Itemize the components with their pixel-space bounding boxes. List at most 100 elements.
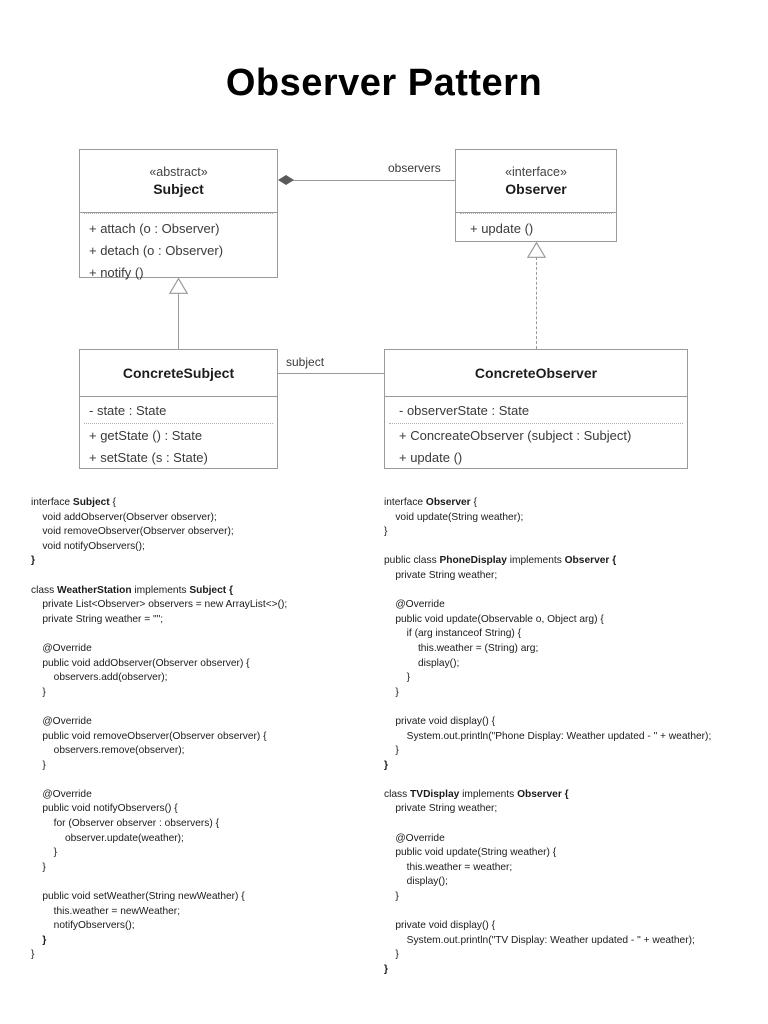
uml-class-concretesubject-methods: + getState () : State + setState (s : St… [80, 423, 277, 474]
code-left-blank-line [31, 569, 349, 584]
uml-class-concretesubject-header: ConcreteSubject [80, 350, 277, 397]
uml-member: + detach (o : Observer) [89, 243, 224, 258]
code-right-line: @Override [384, 832, 714, 847]
code-text: notifyObservers(); [31, 920, 135, 932]
uml-class-subject-name: Subject [153, 180, 204, 197]
aggregation-connector-line [286, 180, 455, 181]
code-left-line: } [31, 934, 349, 949]
code-left-line: this.weather = newWeather; [31, 905, 349, 920]
uml-member: - observerState : State [399, 403, 530, 418]
uml-class-diagram: «abstract» Subject + attach (o : Observe… [0, 0, 768, 490]
code-text: public void setWeather(String newWeather… [31, 891, 245, 903]
code-text: observers.add(observer); [31, 672, 168, 684]
code-left-line: } [31, 948, 349, 963]
code-text: @Override [31, 642, 92, 654]
uml-class-concreteobserver-methods: + ConcreateObserver (subject : Subject) … [385, 423, 687, 474]
uml-member: - state : State [89, 403, 167, 418]
code-text: public void update(String weather) { [384, 847, 557, 859]
code-right-line: private String weather; [384, 569, 714, 584]
code-right-line: } [384, 963, 714, 978]
code-left-line: @Override [31, 788, 349, 803]
code-left-blank-line [31, 627, 349, 642]
code-right-line: public void update(String weather) { [384, 846, 714, 861]
code-text: public class [384, 555, 440, 567]
code-text: interface [31, 497, 73, 508]
code-left-line: class WeatherStation implements Subject … [31, 584, 349, 599]
uml-class-concreteobserver[interactable]: ConcreteObserver - observerState : State… [384, 349, 688, 469]
code-text: private String weather; [384, 569, 498, 581]
code-text: display(); [384, 657, 460, 669]
code-left-line: private List<Observer> observers = new A… [31, 598, 349, 613]
code-text: } [31, 847, 58, 859]
code-emphasis: Subject { [189, 584, 233, 596]
code-text: @Override [384, 832, 445, 844]
uml-member: + setState (s : State) [89, 450, 208, 465]
code-text: interface [384, 497, 426, 508]
code-right-line: } [384, 948, 714, 963]
code-text: for (Observer observer : observers) { [31, 818, 219, 830]
code-text: class [31, 584, 58, 596]
code-right-blank-line [384, 700, 714, 715]
code-emphasis: Observer { [517, 788, 569, 800]
code-text: implements [459, 788, 518, 800]
code-right-blank-line [384, 817, 714, 832]
code-text: } [384, 526, 388, 538]
uml-class-subject-methods: + attach (o : Observer) + detach (o : Ob… [80, 213, 277, 289]
code-right-blank-line [384, 773, 714, 788]
page-title: Observer Pattern [225, 62, 543, 104]
uml-class-observer[interactable]: «interface» Observer + update () [455, 149, 617, 242]
code-left-line: void addObserver(Observer observer); [31, 511, 349, 526]
code-right-line: this.weather = (String) arg; [384, 642, 714, 657]
code-left-line: observers.remove(observer); [31, 744, 349, 759]
code-right-line: System.out.println("TV Display: Weather … [384, 934, 714, 949]
uml-member: + notify () [89, 265, 144, 280]
code-text: void update(String weather); [384, 511, 524, 523]
code-emphasis: Subject [72, 497, 110, 508]
code-left-line: public void addObserver(Observer observe… [31, 657, 349, 672]
code-text: } [31, 686, 46, 698]
aggregation-diamond-icon [278, 175, 294, 185]
code-left-line: private String weather = ""; [31, 613, 349, 628]
code-right-blank-line [384, 584, 714, 599]
uml-class-subject[interactable]: «abstract» Subject + attach (o : Observe… [79, 149, 278, 280]
code-right-line: private void display() { [384, 715, 714, 730]
code-right-line: this.weather = weather; [384, 861, 714, 876]
code-text: private List<Observer> observers = new A… [31, 599, 288, 611]
code-right-line: if (arg instanceof String) { [384, 627, 714, 642]
code-text: public void addObserver(Observer observe… [31, 657, 250, 669]
code-left-line: public void notifyObservers() { [31, 802, 349, 817]
code-text: } [384, 672, 411, 684]
code-text: display(); [384, 876, 448, 888]
code-right-blank-line [384, 540, 714, 555]
code-right-line: } [384, 759, 714, 774]
code-right-line: private String weather; [384, 802, 714, 817]
code-right-line: } [384, 686, 714, 701]
code-right-line: System.out.println("Phone Display: Weath… [384, 730, 714, 745]
code-text: public void update(Observable o, Object … [384, 613, 604, 625]
code-right-line: } [384, 890, 714, 905]
code-text: } [31, 759, 46, 771]
uml-member: + update () [470, 221, 534, 236]
association-connector-line [278, 373, 384, 374]
uml-class-concreteobserver-name: ConcreteObserver [474, 364, 598, 381]
code-emphasis: TVDisplay [410, 788, 460, 800]
code-text: } [384, 891, 399, 903]
code-text: } [384, 686, 399, 698]
code-left-line: interface Subject { [31, 496, 349, 511]
uml-class-observer-name: Observer [505, 180, 567, 197]
code-right-line: } [384, 525, 714, 540]
uml-class-observer-methods: + update () [456, 213, 616, 245]
code-column-right: interface Observer { void update(String … [384, 496, 714, 978]
uml-class-concretesubject[interactable]: ConcreteSubject - state : State + getSta… [79, 349, 278, 469]
uml-class-subject-stereotype: «abstract» [149, 164, 208, 179]
uml-member: + update () [399, 450, 463, 465]
code-left-line: public void setWeather(String newWeather… [31, 890, 349, 905]
code-emphasis: Observer [425, 497, 471, 508]
code-right-line: interface Observer { [384, 496, 714, 511]
code-text: System.out.println("Phone Display: Weath… [384, 730, 712, 742]
code-right-line: public void update(Observable o, Object … [384, 613, 714, 628]
code-right-line: display(); [384, 657, 714, 672]
code-column-left: interface Subject { void addObserver(Obs… [31, 496, 349, 963]
code-left-line: } [31, 554, 349, 569]
code-right-line: void update(String weather); [384, 511, 714, 526]
